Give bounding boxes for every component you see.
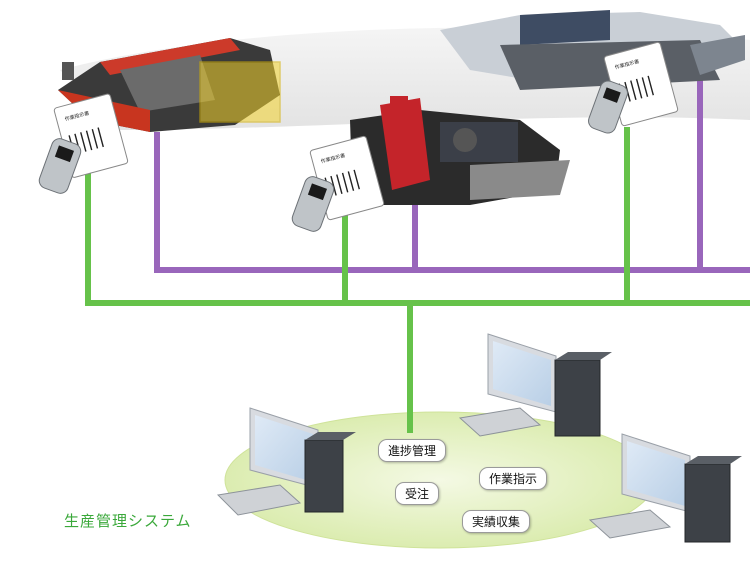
workstation-2 bbox=[458, 333, 612, 437]
handheld-terminal-1: 作業指示書 bbox=[38, 93, 129, 194]
green-network-line bbox=[85, 127, 750, 433]
purple-network-line bbox=[154, 77, 750, 273]
system-title: 生産管理システム bbox=[64, 512, 192, 530]
workstation-3 bbox=[588, 433, 742, 543]
module-order-receipt: 受注 bbox=[395, 482, 440, 505]
workstation-1 bbox=[216, 407, 356, 516]
handheld-terminal-3: 作業指示書 bbox=[588, 41, 679, 134]
module-work-instruction: 作業指示 bbox=[479, 467, 548, 490]
handheld-terminal-2: 作業指示書 bbox=[291, 135, 385, 232]
module-progress-management: 進捗管理 bbox=[378, 439, 447, 462]
turret-punch-machine bbox=[350, 96, 570, 205]
module-result-collection: 実績収集 bbox=[462, 510, 531, 533]
